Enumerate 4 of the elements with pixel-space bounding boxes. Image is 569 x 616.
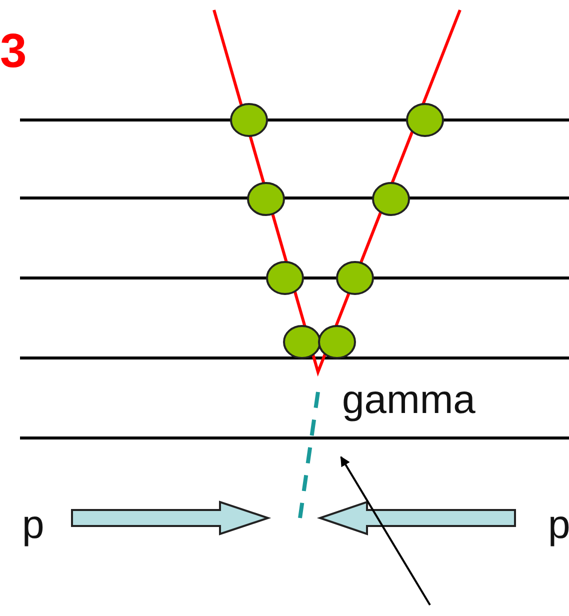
particle-label: gamma xyxy=(342,380,476,420)
beam-label: p xyxy=(22,505,44,545)
panel-number: 3 xyxy=(0,28,27,76)
beam-label: p xyxy=(548,505,569,545)
